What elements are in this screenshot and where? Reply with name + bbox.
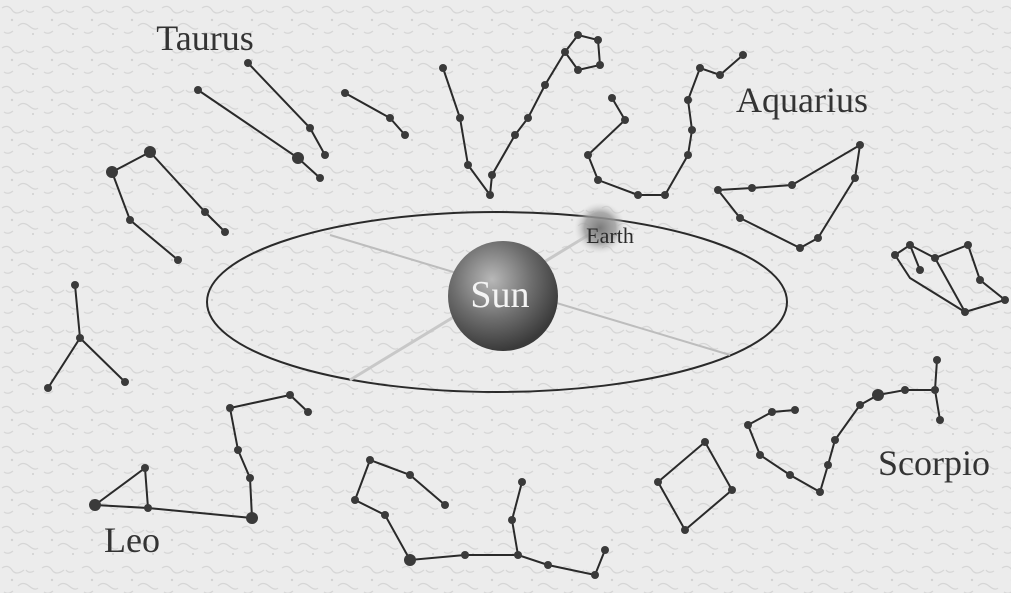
leo-label: Leo bbox=[104, 520, 160, 560]
aquarius-label: Aquarius bbox=[736, 80, 868, 120]
sun-label: Sun bbox=[470, 274, 529, 316]
scorpio-label: Scorpio bbox=[878, 443, 990, 483]
earth-label: Earth bbox=[586, 223, 634, 248]
taurus-label: Taurus bbox=[156, 18, 253, 58]
